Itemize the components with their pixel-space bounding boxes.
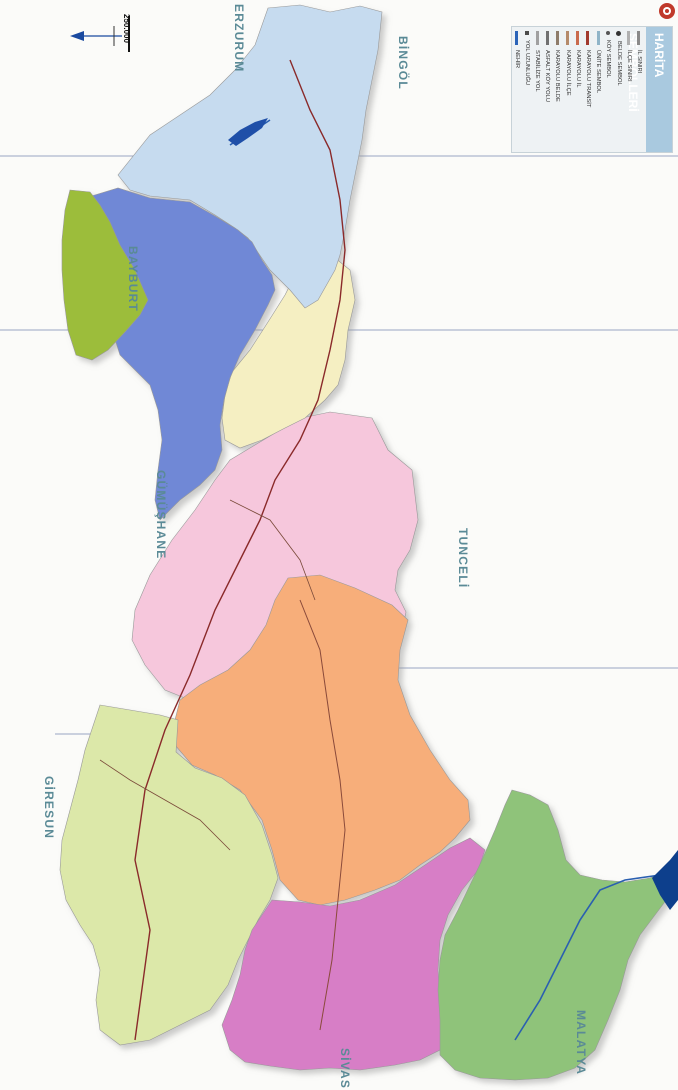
neighbor-label-bayburt: BAYBURT — [126, 246, 140, 312]
neighbor-label-erzurum: ERZURUM — [232, 4, 246, 73]
legend-swatch — [566, 31, 570, 45]
district-light-blue[interactable] — [117, 4, 383, 309]
publisher-logo-icon — [659, 3, 675, 19]
legend-item: KARAYOLU İLÇE — [563, 27, 573, 152]
legend-item: ÜNİTE SEMBOL — [593, 27, 603, 152]
legend-item: BELDE SEMBOL — [613, 27, 623, 152]
legend-item: STABİLİZE YOL — [532, 27, 542, 152]
legend-swatch — [616, 31, 622, 36]
legend-label: KARAYOLU İLÇE — [564, 50, 571, 96]
legend-swatch — [535, 31, 539, 45]
neighbor-label-giresun: GİRESUN — [42, 776, 56, 840]
district-green-north[interactable] — [61, 189, 149, 361]
legend-swatch — [545, 31, 549, 45]
legend-item: İL SINIRI — [634, 27, 644, 152]
legend-label: KARAYOLU BELDE — [554, 50, 561, 102]
legend-panel: HARİTA SEMBOLLERİ İL SINIRI İLÇE SINIRI … — [511, 26, 673, 153]
legend-swatch — [515, 31, 519, 45]
lake — [228, 118, 268, 146]
legend-swatch — [606, 31, 611, 35]
legend-label: ÜNİTE SEMBOL — [595, 50, 602, 94]
scale-label: 250.000 — [122, 14, 131, 43]
neighbor-label-gumushane: GÜMÜŞHANE — [154, 470, 168, 560]
neighbor-label-bingol: BİNGÖL — [396, 36, 410, 90]
legend-label: KARAYOLU İL — [574, 50, 581, 88]
neighbor-label-sivas: SİVAS — [338, 1048, 352, 1090]
legend-title: HARİTA SEMBOLLERİ — [626, 27, 672, 152]
neighbor-label-tunceli: TUNCELİ — [456, 528, 470, 589]
legend-list: İL SINIRI İLÇE SINIRI BELDE SEMBOL KÖY S… — [512, 27, 644, 152]
road-network — [99, 59, 346, 1041]
legend-swatch — [637, 31, 641, 45]
reservoir — [652, 850, 678, 910]
legend-label: İL SINIRI — [635, 50, 642, 74]
legend-label: BELDE SEMBOL — [615, 41, 622, 86]
legend-item: KÖY SEMBOL — [603, 27, 613, 152]
legend-swatch — [576, 31, 580, 45]
neighbor-label-malatya: MALATYA — [574, 1010, 588, 1076]
legend-label: ASFALT KÖY YOLU — [544, 50, 551, 103]
legend-item: KARAYOLU TRANSİT — [583, 27, 593, 152]
legend-swatch — [586, 31, 590, 45]
legend-item: KARAYOLU İL — [573, 27, 583, 152]
district-light-green[interactable] — [59, 704, 279, 1046]
legend-swatch — [627, 31, 631, 45]
legend-label: STABİLİZE YOL — [534, 50, 541, 92]
legend-label: YOL UZUNLUĞU — [523, 40, 530, 86]
legend-item: KARAYOLU BELDE — [552, 27, 562, 152]
legend-swatch — [596, 31, 600, 45]
district-orange[interactable] — [174, 574, 471, 906]
legend-swatch — [524, 31, 529, 35]
legend-item: NEHİR — [512, 27, 522, 152]
legend-label: KÖY SEMBOL — [605, 40, 612, 78]
district-green-south[interactable] — [437, 789, 671, 1081]
legend-item: ASFALT KÖY YOLU — [542, 27, 552, 152]
legend-label: İLÇE SINIRI — [625, 50, 632, 82]
legend-label: KARAYOLU TRANSİT — [584, 50, 591, 108]
north-arrow-icon — [70, 16, 130, 52]
legend-swatch — [555, 31, 559, 45]
district-yellow[interactable] — [221, 257, 356, 449]
legend-item: İLÇE SINIRI — [624, 27, 634, 152]
legend-label: NEHİR — [513, 50, 520, 69]
legend-item: YOL UZUNLUĞU — [522, 27, 532, 152]
